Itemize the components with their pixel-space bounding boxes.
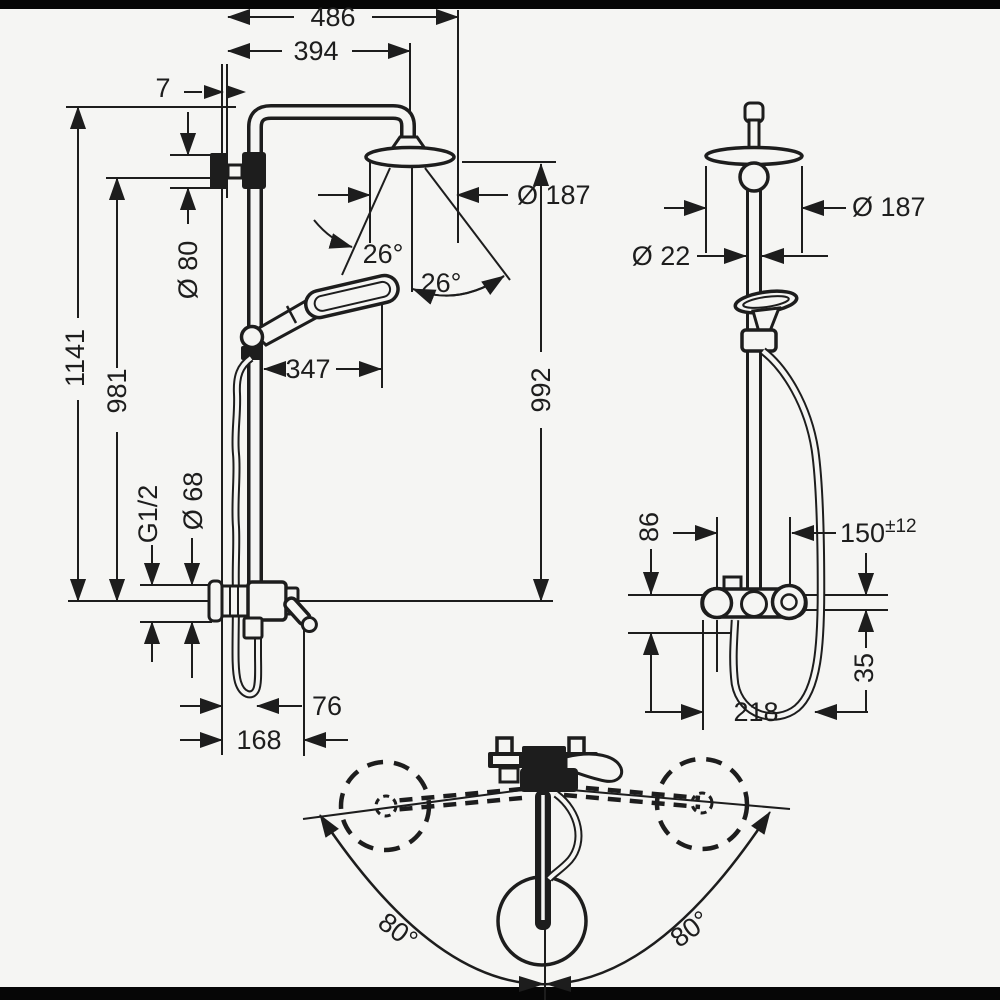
swivel-circle-right [654, 756, 750, 852]
dim-handle-depth: 168 [236, 725, 281, 755]
mixer-front [207, 579, 318, 640]
hose-union [770, 583, 808, 621]
dim-valve-offset: 86 [634, 512, 664, 542]
dim-handshower-offset: 347 [285, 354, 330, 384]
dim-total-height: 1141 [60, 329, 90, 387]
holder-pivot [239, 324, 265, 350]
mixer-handle-top [564, 752, 624, 783]
dim-head-to-valve-height: 992 [526, 367, 556, 412]
mixer-escutcheon [207, 579, 224, 623]
hand-shower-side [733, 289, 799, 353]
mixer-body [246, 580, 288, 622]
hand-shower-holder [241, 346, 263, 360]
mixer-union-nut [220, 584, 250, 618]
ball-joint [738, 161, 770, 193]
hand-shower-pos-left-dashed [374, 794, 398, 818]
mixer-valve-knob [700, 586, 734, 620]
overhead-shower-head [364, 145, 456, 169]
holder-side [740, 328, 778, 353]
dim-bar-height: 981 [102, 368, 132, 413]
mixer-side [700, 575, 808, 621]
mixer-center-boss [740, 590, 768, 618]
dim-head-diameter-side: Ø 187 [852, 192, 926, 222]
dim-spray-angle-right: 26° [421, 268, 462, 298]
dim-wall-offset: 7 [155, 73, 170, 103]
dim-hose-depth: 76 [312, 691, 342, 721]
dim-head-center-width: 394 [293, 36, 338, 66]
dim-head-diameter-front: Ø 187 [517, 180, 591, 210]
hand-shower-pos-right-dashed [690, 791, 714, 815]
dim-thread: G1/2 [133, 485, 163, 544]
dim-total-width: 486 [310, 2, 355, 32]
dim-outlet-offset: 35 [849, 653, 879, 683]
side-view [700, 101, 826, 721]
swivel-arc [320, 814, 770, 986]
dim-spray-angle-left: 26° [363, 239, 404, 269]
mixer-top-tab [722, 575, 743, 591]
wall-mount-link [226, 163, 244, 180]
dim-bar-diameter: Ø 22 [632, 241, 691, 271]
hand-shower-front [239, 273, 400, 360]
letterbox-bottom-bar [0, 987, 1000, 1000]
dimension-lines [69, 8, 875, 749]
dim-connection-distance: 150±12 [840, 516, 917, 548]
arc-center-mark [519, 976, 545, 992]
swivel-circle-left [338, 759, 432, 853]
dim-escutcheon-diameter: Ø 80 [173, 241, 203, 300]
dim-total-depth: 218 [733, 697, 778, 727]
bar-clamp [242, 152, 266, 189]
mixer-handle [283, 596, 318, 634]
front-view [207, 104, 511, 699]
mixer-top-view [488, 736, 624, 930]
spray-cone-lines [341, 167, 511, 292]
swivel-arms-dashed [391, 783, 701, 813]
hose-outlet [242, 616, 264, 640]
wall-bar-side [746, 166, 762, 606]
wall-mount-plate [210, 153, 228, 189]
knob-stem [747, 118, 761, 150]
letterbox-top-bar [0, 0, 1000, 9]
dim-valve-escutcheon-diameter: Ø 68 [178, 472, 208, 531]
dim-connection-tolerance: ±12 [885, 516, 917, 537]
wall-offset-arrows [204, 85, 246, 99]
top-view [302, 736, 791, 1000]
